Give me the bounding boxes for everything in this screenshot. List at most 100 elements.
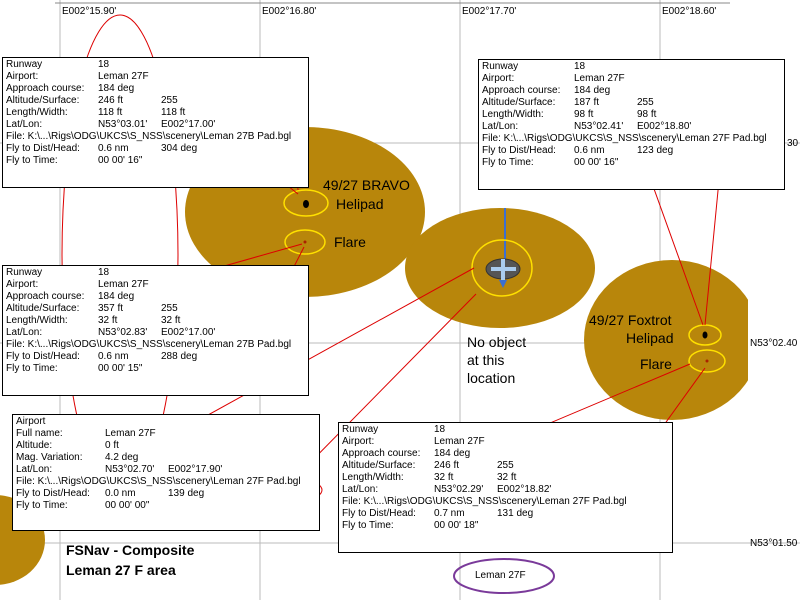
row-label: Length/Width: (6, 107, 68, 118)
info-row: Full name: Leman 27F (13, 428, 319, 440)
row-label: Approach course: (342, 448, 421, 459)
foxtrot-helipad-dot (702, 331, 708, 339)
info-row: Approach course: 184 deg (339, 448, 672, 460)
row-label: Length/Width: (342, 472, 404, 483)
info-row: Approach course: 184 deg (479, 85, 784, 97)
row-label: Fly to Time: (6, 363, 58, 374)
row-label: Runway (6, 59, 43, 70)
row-value-2: 304 deg (161, 143, 198, 154)
row-label: Runway (6, 267, 43, 278)
row-label: Lat/Lon: (6, 119, 43, 130)
info-row: Fly to Time:00 00' 15" (3, 363, 308, 375)
row-value: 246 ft (434, 460, 460, 471)
info-row: Airport:Leman 27F (479, 73, 784, 85)
info-row: Fly to Time:00 00' 16" (479, 157, 784, 169)
info-row: Fly to Time:00 00' 18" (339, 520, 672, 532)
composite-title-1: FSNav - Composite (66, 542, 195, 558)
row-label: Fly to Dist/Head: (16, 488, 90, 499)
row-value: 98 ft (574, 109, 594, 120)
row-label: Fly to Dist/Head: (6, 143, 80, 154)
row-value: 184 deg (98, 291, 135, 302)
foxtrot-flare-dot (705, 359, 709, 363)
info-row: Lat/Lon:N53°02.70'E002°17.90' (13, 464, 319, 476)
row-value: 00 00' 00" (105, 500, 150, 511)
info-row: File: K:\...\Rigs\ODG\UKCS\S_NSS\scenery… (13, 476, 319, 488)
row-value-2: E002°17.00' (161, 119, 216, 130)
row-value-2: 255 (161, 303, 178, 314)
foxtrot-pad-area (584, 260, 760, 420)
row-label: Approach course: (482, 85, 561, 96)
row-label: Fly to Time: (16, 500, 68, 511)
row-value: 00 00' 16" (98, 155, 143, 166)
row-value-2: 123 deg (637, 145, 674, 156)
row-value-2: 139 deg (168, 488, 205, 499)
row-label: Length/Width: (482, 109, 544, 120)
row-label: File: K:\...\Rigs\ODG\UKCS\S_NSS\scenery… (6, 339, 292, 350)
row-value: 0.6 nm (98, 143, 129, 154)
row-value: 18 (98, 59, 110, 70)
info-row: File: K:\...\Rigs\ODG\UKCS\S_NSS\scenery… (479, 133, 784, 145)
row-value: 18 (574, 61, 586, 72)
airport-callout-ring (453, 558, 555, 594)
info-row: Mag. Variation:4.2 deg (13, 452, 319, 464)
composite-title-2: Leman 27 F area (66, 562, 176, 578)
info-row: Airport:Leman 27F (3, 279, 308, 291)
row-value: 184 deg (574, 85, 611, 96)
foxtrot-label-line2: Helipad (626, 330, 674, 346)
info-row: Airport:Leman 27F (3, 71, 308, 83)
row-label: Airport: (6, 71, 39, 82)
airport-callout-label: Leman 27F (475, 570, 526, 581)
row-value: 0.6 nm (98, 351, 129, 362)
row-value-2: E002°17.90' (168, 464, 223, 475)
row-value-2: 32 ft (497, 472, 517, 483)
info-row: Length/Width: 32 ft 32 ft (339, 472, 672, 484)
row-label: Fly to Time: (6, 155, 58, 166)
lon-label-2: E002°16.80' (262, 6, 317, 17)
row-label: Airport: (342, 436, 375, 447)
info-row: Lat/Lon:N53°03.01'E002°17.00' (3, 119, 308, 131)
row-label: File: K:\...\Rigs\ODG\UKCS\S_NSS\scenery… (16, 476, 301, 487)
lon-label-4: E002°18.60' (662, 6, 717, 17)
row-value-2: 255 (497, 460, 514, 471)
row-label: Lat/Lon: (342, 484, 379, 495)
row-label: Airport (16, 416, 46, 427)
row-value: Leman 27F (105, 428, 156, 439)
no-object-label-3: location (467, 370, 516, 386)
info-row: Fly to Time: 00 00' 00" (13, 500, 319, 512)
info-row: Lat/Lon:N53°02.41'E002°18.80' (479, 121, 784, 133)
info-row: File: K:\...\Rigs\ODG\UKCS\S_NSS\scenery… (339, 496, 672, 508)
row-value: 00 00' 18" (434, 520, 479, 531)
row-label: Full name: (16, 428, 63, 439)
row-value: 32 ft (434, 472, 454, 483)
lon-label-3: E002°17.70' (462, 6, 517, 17)
row-value-2: 288 deg (161, 351, 198, 362)
row-value: 4.2 deg (105, 452, 139, 463)
row-value: 184 deg (434, 448, 471, 459)
lon-label-1: E002°15.90' (62, 6, 117, 17)
row-value: Leman 27F (98, 279, 149, 290)
row-label: File: K:\...\Rigs\ODG\UKCS\S_NSS\scenery… (482, 133, 767, 144)
bravo-flare-dot (303, 240, 307, 244)
row-value: 32 ft (98, 315, 118, 326)
row-value: N53°02.83' (98, 327, 148, 338)
foxtrot-label-line1: 49/27 Foxtrot (589, 312, 672, 328)
info-row: Airport:Leman 27F (339, 436, 672, 448)
row-value: 357 ft (98, 303, 124, 314)
row-label: Lat/Lon: (482, 121, 519, 132)
row-value-2: E002°18.80' (637, 121, 692, 132)
row-value-2: 255 (637, 97, 654, 108)
row-label: Altitude/Surface: (6, 95, 80, 106)
row-value-2: 255 (161, 95, 178, 106)
row-label: Altitude/Surface: (342, 460, 416, 471)
row-value-2: 32 ft (161, 315, 181, 326)
row-value-2: E002°17.00' (161, 327, 216, 338)
row-value: 184 deg (98, 83, 135, 94)
aircraft-position-marker (485, 208, 521, 288)
info-row: Airport (13, 416, 319, 428)
